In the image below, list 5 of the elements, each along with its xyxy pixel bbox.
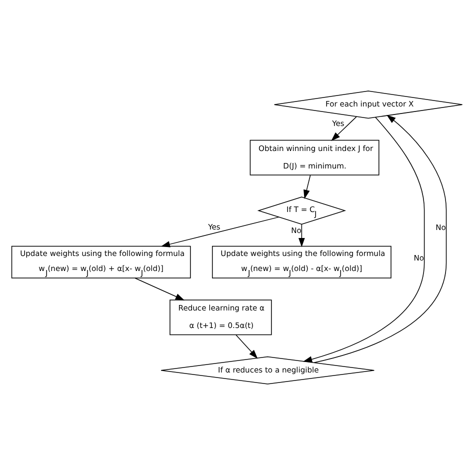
edge-label: No (291, 225, 302, 234)
edge-label: Yes (208, 222, 220, 231)
edge-label: No (436, 222, 446, 232)
edge-label: Yes (332, 118, 344, 128)
edge-label: No (414, 253, 424, 262)
